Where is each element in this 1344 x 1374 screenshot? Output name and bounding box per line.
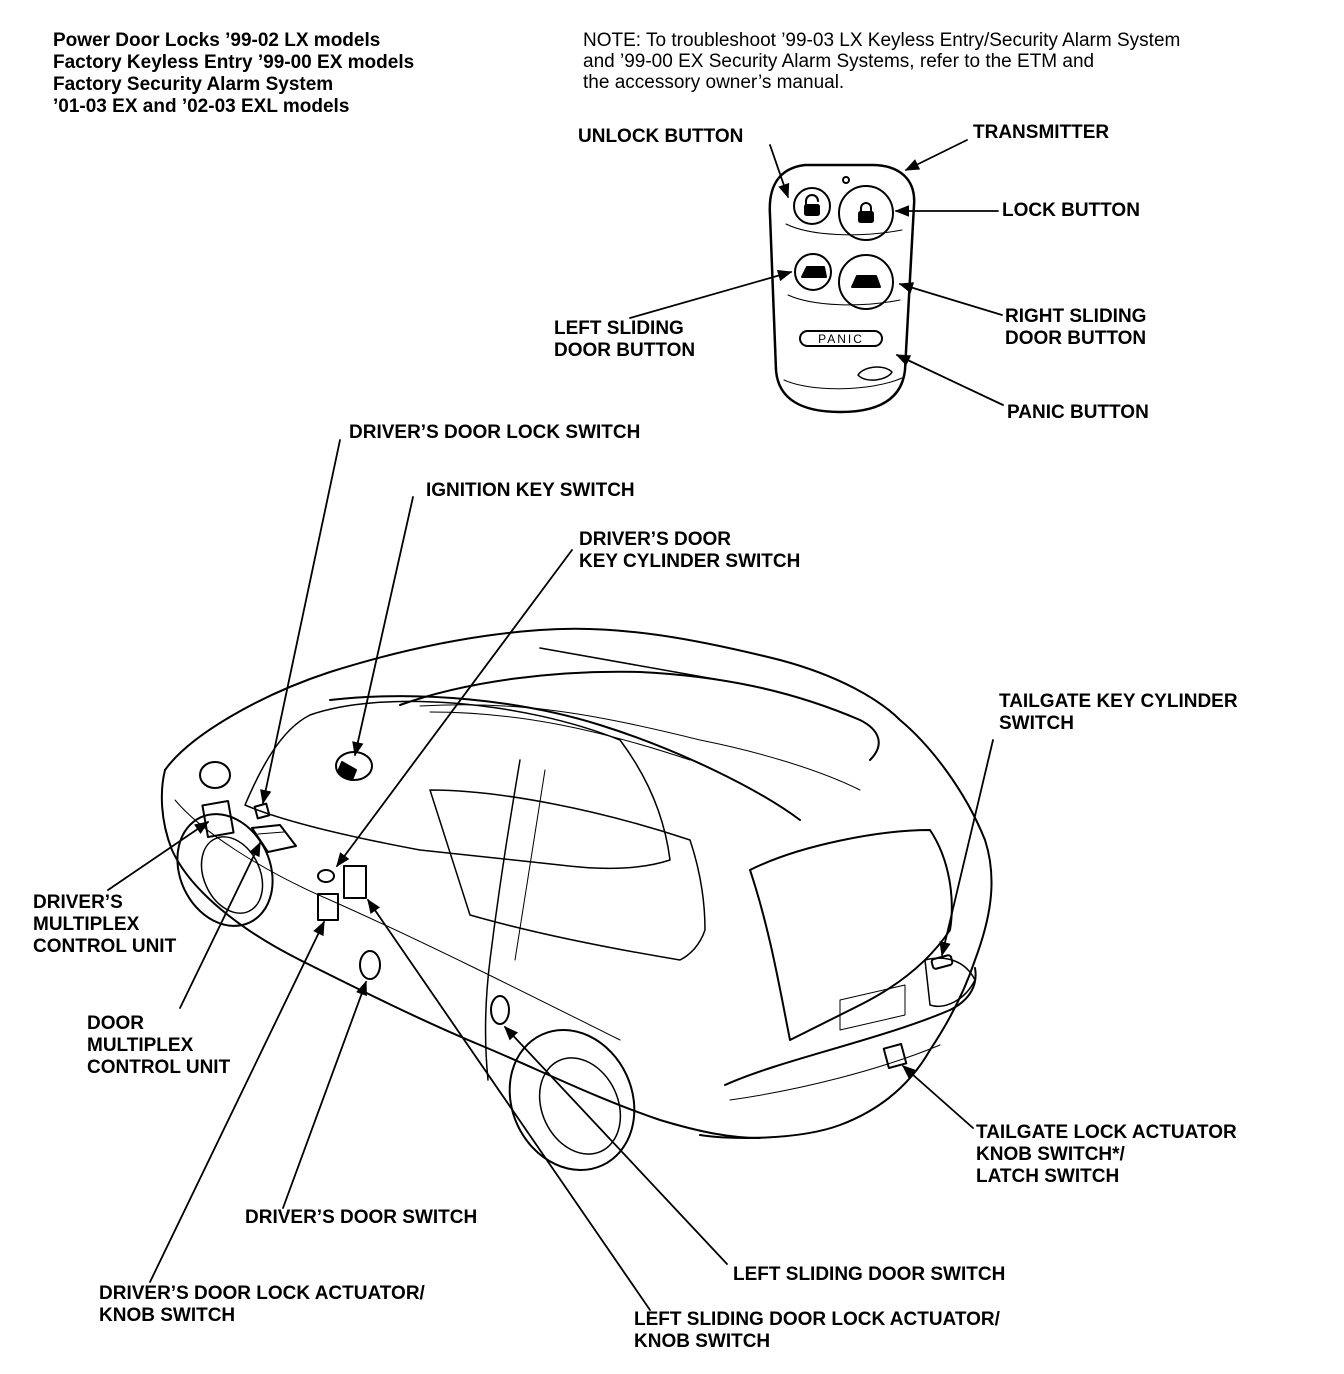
label-tailgate-lock-actuator-2: KNOB SWITCH*/ bbox=[976, 1144, 1125, 1165]
transmitter-fob bbox=[768, 163, 916, 414]
label-tailgate-lock-actuator-1: TAILGATE LOCK ACTUATOR bbox=[976, 1122, 1237, 1143]
lock-button bbox=[838, 185, 894, 241]
label-unlock-button: UNLOCK BUTTON bbox=[578, 126, 744, 147]
label-drivers-door-switch: DRIVER’S DOOR SWITCH bbox=[245, 1207, 478, 1228]
label-right-sliding-door-button-1: RIGHT SLIDING bbox=[1005, 306, 1147, 327]
label-drivers-door-lock-actuator-2: KNOB SWITCH bbox=[99, 1305, 236, 1326]
label-transmitter: TRANSMITTER bbox=[973, 122, 1110, 143]
header-line-2: Factory Keyless Entry ’99-00 EX models bbox=[53, 52, 415, 73]
note-line-3: the accessory owner’s manual. bbox=[583, 72, 845, 93]
label-left-sliding-door-lock-actuator-2: KNOB SWITCH bbox=[634, 1331, 771, 1352]
van-body bbox=[160, 627, 993, 1172]
label-drivers-multiplex-2: MULTIPLEX bbox=[33, 914, 140, 935]
label-panic-button: PANIC BUTTON bbox=[1007, 402, 1149, 423]
label-lock-button: LOCK BUTTON bbox=[1002, 200, 1140, 221]
door-multiplex-control-unit-part bbox=[251, 824, 297, 853]
left-sliding-door-button bbox=[794, 253, 832, 291]
label-door-multiplex-1: DOOR bbox=[87, 1013, 144, 1034]
drivers-door-lock-switch-part bbox=[253, 802, 271, 820]
label-drivers-multiplex-1: DRIVER’S bbox=[33, 892, 123, 913]
label-right-sliding-door-button-2: DOOR BUTTON bbox=[1005, 328, 1147, 349]
drivers-door-lock-actuator-part bbox=[317, 893, 339, 921]
label-drivers-multiplex-3: CONTROL UNIT bbox=[33, 936, 177, 957]
label-drivers-door-lock-switch: DRIVER’S DOOR LOCK SWITCH bbox=[349, 422, 641, 443]
label-tailgate-key-cylinder-1: TAILGATE KEY CYLINDER bbox=[999, 691, 1238, 712]
label-left-sliding-door-switch: LEFT SLIDING DOOR SWITCH bbox=[733, 1264, 1006, 1285]
label-ignition-key-switch: IGNITION KEY SWITCH bbox=[426, 480, 635, 501]
ignition-key-switch-part bbox=[335, 751, 373, 781]
panic-button: PANIC bbox=[799, 330, 883, 347]
header-line-1: Power Door Locks ’99-02 LX models bbox=[53, 30, 381, 51]
label-tailgate-key-cylinder-2: SWITCH bbox=[999, 713, 1074, 734]
drivers-door-switch-part bbox=[359, 950, 381, 980]
leader-lines bbox=[107, 139, 1004, 1311]
drivers-multiplex-control-unit-part bbox=[201, 799, 235, 839]
label-door-multiplex-2: MULTIPLEX bbox=[87, 1035, 194, 1056]
header-line-4: ’01-03 EX and ’02-03 EXL models bbox=[53, 96, 350, 117]
tailgate-lock-actuator-part bbox=[882, 1043, 908, 1069]
label-drivers-door-lock-actuator-1: DRIVER’S DOOR LOCK ACTUATOR/ bbox=[99, 1283, 425, 1304]
label-door-multiplex-3: CONTROL UNIT bbox=[87, 1057, 231, 1078]
label-left-sliding-door-lock-actuator-1: LEFT SLIDING DOOR LOCK ACTUATOR/ bbox=[634, 1309, 1000, 1330]
header-line-3: Factory Security Alarm System bbox=[53, 74, 334, 95]
right-sliding-door-button bbox=[838, 254, 894, 310]
label-drivers-door-key-cylinder-2: KEY CYLINDER SWITCH bbox=[579, 551, 801, 572]
note-line-2: and ’99-00 EX Security Alarm Systems, re… bbox=[583, 51, 1095, 72]
label-left-sliding-door-button-1: LEFT SLIDING bbox=[554, 318, 684, 339]
drivers-door-key-cylinder-part bbox=[317, 865, 367, 899]
label-left-sliding-door-button-2: DOOR BUTTON bbox=[554, 340, 696, 361]
panic-button-text: PANIC bbox=[818, 332, 864, 346]
label-tailgate-lock-actuator-3: LATCH SWITCH bbox=[976, 1166, 1120, 1187]
tailgate-key-cylinder-part bbox=[930, 954, 954, 970]
label-drivers-door-key-cylinder-1: DRIVER’S DOOR bbox=[579, 529, 732, 550]
note-line-1: NOTE: To troubleshoot ’99-03 LX Keyless … bbox=[583, 30, 1181, 51]
unlock-button bbox=[793, 187, 831, 225]
left-sliding-door-switch-part bbox=[490, 995, 510, 1025]
